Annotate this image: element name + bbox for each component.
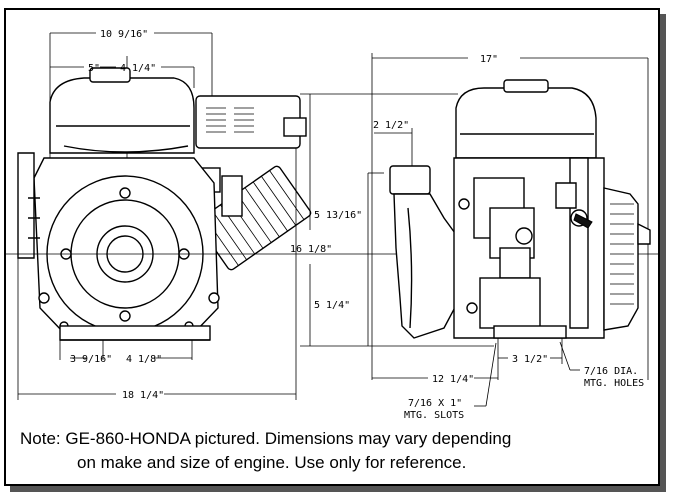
front-view: [17, 32, 312, 400]
dim-right-half: 4 1/4": [120, 63, 156, 74]
dim-base-right: 4 1/8": [126, 354, 162, 365]
dim-holes-line2: MTG. HOLES: [584, 378, 644, 389]
dim-base-left: 3 9/16": [70, 354, 112, 365]
dim-holes-line1: 7/16 DIA.: [584, 366, 638, 377]
pump-dimension-drawing: 10 9/16" 5" 4 1/4" 17" 2 1/2" 5 13/16" 1…: [4, 29, 660, 421]
note-line-2: on make and size of engine. Use only for…: [77, 453, 467, 472]
dim-overall-length: 17": [480, 54, 498, 65]
dim-overall-base: 18 1/4": [122, 390, 164, 401]
dim-slots-line1: 7/16 X 1": [408, 398, 462, 409]
dim-left-half: 5": [88, 63, 100, 74]
dim-side-base: 12 1/4": [432, 374, 474, 385]
dim-slots-line2: MTG. SLOTS: [404, 410, 464, 421]
dim-inlet-offset: 2 1/2": [373, 120, 409, 131]
dim-overall-width-front: 10 9/16": [100, 29, 148, 40]
dim-hole-spacing: 3 1/2": [512, 354, 548, 365]
dim-lower-height: 5 1/4": [314, 300, 350, 311]
note-line-1: Note: GE-860-HONDA pictured. Dimensions …: [20, 429, 512, 448]
side-view: [300, 53, 651, 407]
dim-upper-height: 5 13/16": [314, 210, 362, 221]
header-strip: [0, 0, 675, 10]
dim-total-height: 16 1/8": [290, 244, 332, 255]
